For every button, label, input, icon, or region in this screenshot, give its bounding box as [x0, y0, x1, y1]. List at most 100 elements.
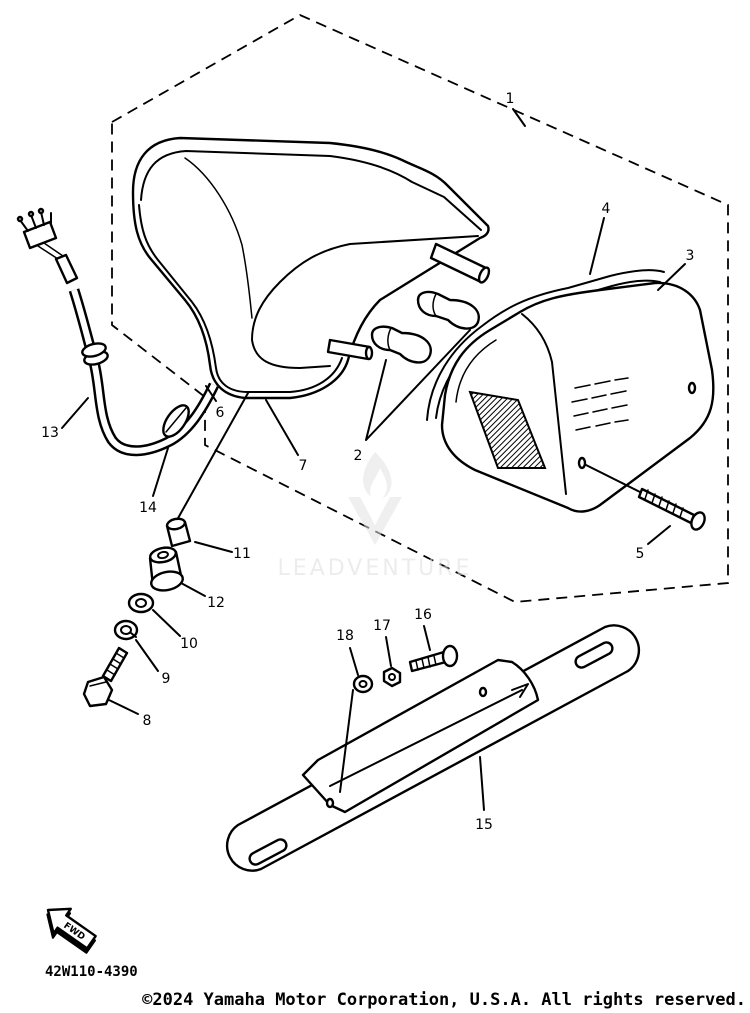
grommet-ring [81, 342, 107, 358]
leader-line-16 [423, 625, 431, 651]
terminal-tip [27, 210, 35, 218]
bracket-slot-left [248, 838, 288, 866]
callout-14: 14 [139, 500, 157, 516]
grommet-groove [165, 407, 187, 433]
bolt-head [82, 675, 114, 708]
wire-grommet [162, 404, 190, 438]
drawing-number: 42W110-4390 [45, 964, 138, 980]
leader-line-4 [589, 217, 605, 275]
housing-side-contour [184, 157, 253, 319]
bolt-thread [415, 655, 437, 671]
bulb-base-ring [387, 327, 392, 351]
lens-window [468, 390, 547, 469]
bolt-head [441, 644, 459, 668]
leader-line-11 [194, 541, 233, 553]
fwd-arrow: FWD [46, 907, 97, 954]
lens-screw [585, 464, 706, 531]
watermark-logo: LEADVENTURE [278, 452, 473, 581]
leader-line-13 [61, 397, 89, 429]
stud-end [477, 266, 491, 284]
washer-split [130, 632, 137, 638]
bracket-assembly-line [339, 689, 354, 793]
leader-line-1 [512, 108, 526, 127]
callout-9: 9 [162, 671, 171, 687]
stud-end [364, 345, 374, 361]
spring-washer [113, 619, 139, 641]
terminal-tip [16, 215, 24, 223]
bracket-hole [478, 686, 488, 698]
leader-line-3 [657, 263, 686, 291]
leader-line-9 [135, 639, 159, 672]
washer-outer [127, 592, 155, 614]
lens-hole-upper [687, 381, 697, 395]
bracket-washer [352, 674, 374, 694]
grommet-flange [150, 570, 184, 592]
wire-harness [16, 207, 219, 457]
leader-line-14 [152, 447, 169, 497]
bulb-lower [370, 325, 432, 364]
fwd-arrow-icon [46, 907, 97, 950]
leader-line-2 [365, 329, 471, 441]
washer-hole [120, 625, 132, 635]
wire-grommet-upper [81, 342, 109, 366]
housing-stud-lower [326, 338, 374, 361]
callout-10: 10 [180, 636, 198, 652]
bulb-upper [416, 290, 480, 330]
leader-line-12 [180, 582, 206, 597]
leader-line-7 [265, 399, 299, 456]
callout-8: 8 [143, 713, 152, 729]
washer-hole [358, 680, 368, 688]
assembly-boundary-dashed [111, 13, 729, 603]
leader-line-18 [349, 647, 359, 676]
callout-1: 1 [506, 91, 515, 107]
watermark-flame-icon [363, 452, 392, 499]
lens-side-edge [455, 339, 497, 403]
callout-3: 3 [686, 248, 695, 264]
housing-outer [131, 136, 490, 400]
tail-light-housing [131, 136, 490, 400]
screw-head [690, 511, 706, 531]
leader-line-10 [152, 609, 181, 637]
license-bracket [225, 624, 641, 872]
bracket-gusset [301, 658, 540, 814]
screw-thread [644, 489, 684, 518]
bolt-head-edge [89, 681, 107, 687]
mounting-collar [165, 517, 192, 548]
mounting-grommet [148, 546, 184, 592]
leader-line-8 [108, 699, 139, 715]
terminal-tip [37, 207, 45, 215]
nut-body [382, 666, 402, 688]
washer-hole [135, 598, 147, 608]
connector-leads [37, 242, 64, 260]
bracket-bolt [408, 644, 459, 673]
callout-11: 11 [233, 546, 251, 562]
collar-top [165, 517, 187, 531]
gasket-outer [426, 269, 665, 421]
wire-sleeve [54, 253, 79, 285]
callout-17: 17 [373, 618, 391, 634]
grommet-hole [157, 550, 169, 560]
grommet-top [149, 546, 177, 564]
mounting-bolt [82, 646, 129, 708]
leader-line-15 [479, 756, 485, 811]
leader-line-17 [385, 636, 392, 667]
mounting-assembly-line [176, 392, 249, 521]
callout-2: 2 [354, 448, 363, 464]
watermark-v-icon [348, 497, 402, 545]
bolt-thread [106, 652, 125, 676]
watermark-text: LEADVENTURE [278, 556, 473, 581]
callout-16: 16 [414, 607, 432, 623]
screw-assembly-line [585, 464, 643, 494]
leader-lines [61, 108, 686, 811]
washer-outer [352, 674, 374, 694]
bracket-notch [511, 683, 529, 698]
lens-face-edge [521, 313, 567, 495]
callout-5: 5 [636, 546, 645, 562]
leader-line-6 [205, 385, 217, 402]
callout-13: 13 [41, 425, 59, 441]
bracket-slot-right [574, 641, 614, 669]
bulb-glass [370, 325, 432, 364]
bracket-hole [325, 797, 335, 809]
leader-line-5 [647, 525, 671, 545]
